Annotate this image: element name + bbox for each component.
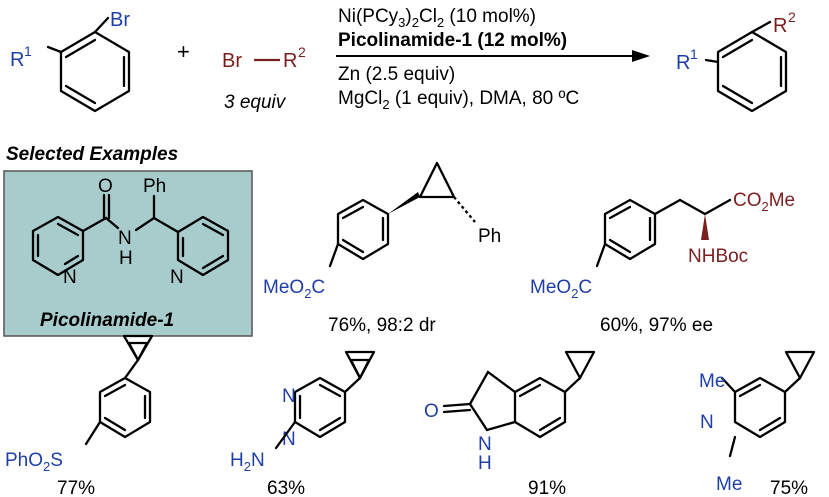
- reaction-arrow-head: [632, 50, 650, 62]
- r2-label: R: [283, 50, 297, 72]
- ex5-nitrogen: N: [478, 434, 492, 455]
- ex3-cyclopropane: [127, 341, 149, 362]
- plus-sign: +: [177, 39, 190, 64]
- ex1-ester: MeO2C: [263, 277, 325, 301]
- example-oxindole: O N H 91%: [424, 350, 596, 497]
- example-pyridine: N Me Me 75%: [699, 350, 816, 497]
- ligand-box: N O N H Ph N Picolinamide-1: [3, 170, 253, 337]
- cyclopropane-ring: [418, 161, 456, 199]
- ex5-hydrogen: H: [478, 453, 492, 474]
- product-r1-label: R: [676, 52, 690, 74]
- ex5-oxygen: O: [424, 401, 439, 422]
- ex5-yield: 91%: [528, 478, 566, 497]
- condition-catalyst: Ni(PCy3)2Cl2 (10 mol%): [338, 6, 536, 30]
- ligand-box-background: [3, 170, 253, 337]
- ex4-yield: 63%: [267, 478, 305, 497]
- aryl-bromide-structure: Br R 1: [10, 9, 131, 113]
- r1-label: R: [10, 49, 24, 71]
- example-cyclopropyl-ester: MeO2C Ph 76%, 98:2 dr: [263, 161, 501, 336]
- product-r2-sup: 2: [788, 9, 796, 25]
- ligand-n-right: N: [170, 267, 184, 288]
- condition-ligand: Picolinamide-1 (12 mol%): [338, 30, 567, 51]
- product-r2-label: R: [773, 15, 787, 37]
- example-amino-acid: MeO2C CO2Me NHBoc 60%, 97% ee: [530, 190, 795, 336]
- r1-superscript: 1: [24, 43, 32, 59]
- benzene-ring: [59, 30, 131, 113]
- reaction-conditions: Ni(PCy3)2Cl2 (10 mol%) Picolinamide-1 (1…: [336, 6, 650, 112]
- condition-reductant: Zn (2.5 equiv): [338, 64, 455, 85]
- equiv-label: 3 equiv: [224, 92, 287, 113]
- ex2-nhboc: NHBoc: [688, 246, 748, 267]
- ex6-methyl-bottom: Me: [716, 474, 742, 495]
- ex2-ester: MeO2C: [530, 277, 592, 301]
- condition-additive: MgCl2 (1 equiv), DMA, 80 ºC: [338, 88, 579, 112]
- ligand-n-left: N: [63, 267, 77, 288]
- alkyl-br-label: Br: [222, 50, 242, 72]
- product-r1-sup: 1: [690, 46, 698, 62]
- ex4-amine: H2N: [230, 450, 265, 474]
- ex1-phenyl: Ph: [478, 226, 501, 247]
- bromine-label: Br: [110, 9, 130, 31]
- ligand-hydrogen: H: [119, 248, 133, 269]
- ligand-phenyl: Ph: [143, 176, 166, 197]
- ex2-yield: 60%, 97% ee: [600, 315, 713, 336]
- ligand-name: Picolinamide-1: [40, 310, 174, 331]
- ex6-methyl-top: Me: [699, 371, 725, 392]
- ex3-yield: 77%: [57, 478, 95, 497]
- product-structure: R 2 R 1: [676, 9, 796, 113]
- section-title: Selected Examples: [6, 144, 178, 165]
- example-pyrimidine: N N H2N 63%: [230, 350, 376, 497]
- alkyl-bromide: Br R 2 3 equiv: [222, 44, 306, 113]
- ligand-oxygen: O: [98, 176, 113, 197]
- ex6-nitrogen: N: [700, 412, 714, 433]
- ex6-yield: 75%: [770, 478, 808, 497]
- example-sulfone: PhO2S 77%: [5, 334, 154, 497]
- ligand-nitrogen: N: [118, 228, 132, 249]
- ex2-co2me: CO2Me: [733, 190, 795, 214]
- r2-superscript: 2: [298, 44, 306, 60]
- ex1-yield: 76%, 98:2 dr: [328, 315, 436, 336]
- ex4-n-top: N: [282, 386, 296, 407]
- ex3-sulfonyl: PhO2S: [5, 450, 63, 474]
